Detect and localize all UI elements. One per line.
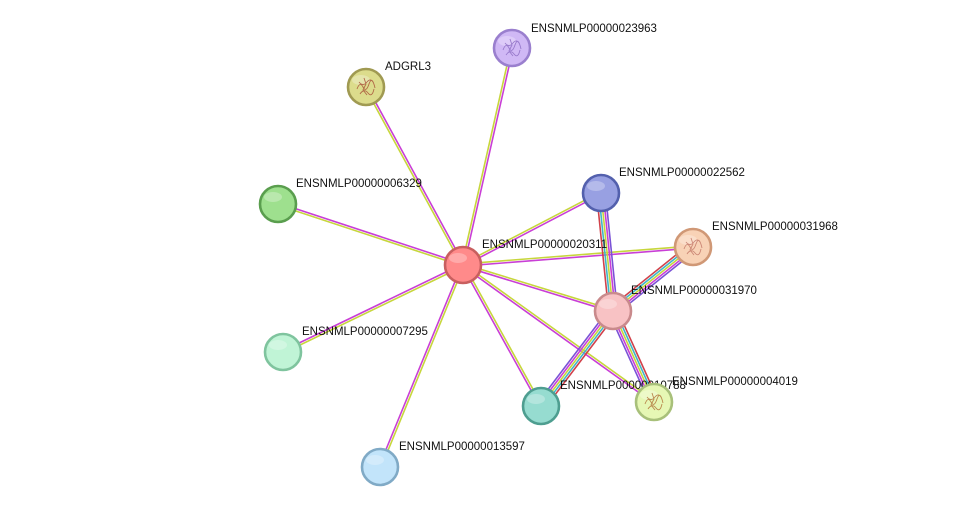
node-adgrl3[interactable]: ADGRL3 bbox=[346, 61, 431, 107]
edge-n20311-n10788[interactable] bbox=[461, 263, 543, 408]
node-circle[interactable] bbox=[443, 245, 483, 285]
protein-structure-icon bbox=[356, 77, 376, 96]
node-highlight bbox=[527, 394, 545, 404]
node-ensnmlp00000004019[interactable]: ENSNMLP00000004019 bbox=[634, 376, 798, 422]
protein-structure-icon bbox=[502, 38, 522, 57]
node-highlight bbox=[587, 181, 605, 191]
node-label: ENSNMLP00000031968 bbox=[712, 221, 838, 233]
edge-evidence-coexpression bbox=[461, 265, 614, 313]
edge-n20311-n7295[interactable] bbox=[281, 263, 465, 354]
node-highlight bbox=[599, 299, 617, 309]
edge-n20311-n31968[interactable] bbox=[462, 245, 694, 267]
edge-evidence-coexpression bbox=[602, 191, 616, 312]
edge-evidence-coexpression bbox=[461, 264, 541, 408]
node-circle[interactable] bbox=[492, 28, 532, 68]
node-circle[interactable] bbox=[346, 67, 386, 107]
node-label: ENSNMLP00000022562 bbox=[619, 167, 745, 179]
edge-n31970-n10788[interactable] bbox=[536, 307, 618, 410]
node-circle[interactable] bbox=[263, 332, 303, 372]
node-circle[interactable] bbox=[593, 291, 633, 331]
edge-evidence-experiments bbox=[543, 312, 618, 410]
edge-n20311-n31970[interactable] bbox=[461, 263, 615, 313]
node-ensnmlp00000023963[interactable]: ENSNMLP00000023963 bbox=[492, 23, 657, 68]
edge-evidence-textmining bbox=[462, 263, 656, 402]
node-highlight bbox=[269, 340, 287, 350]
edge-evidence-textmining bbox=[380, 264, 465, 469]
edge-n20311-n22562[interactable] bbox=[461, 191, 603, 267]
node-highlight bbox=[449, 253, 467, 263]
edge-n20311-n13597[interactable] bbox=[378, 263, 465, 469]
node-ensnmlp00000013597[interactable]: ENSNMLP00000013597 bbox=[360, 441, 525, 487]
edge-evidence-databases bbox=[598, 192, 612, 313]
edge-evidence-homology bbox=[604, 191, 619, 312]
protein-structure-icon bbox=[683, 237, 703, 256]
edge-evidence-textmining bbox=[461, 191, 602, 265]
edge-evidence-textmining bbox=[461, 46, 512, 266]
edge-evidence-textmining bbox=[282, 265, 465, 354]
edge-evidence-coexpression bbox=[463, 47, 514, 267]
edge-evidence-textmining bbox=[463, 263, 543, 407]
node-label: ENSNMLP00000031970 bbox=[631, 285, 757, 297]
node-ensnmlp00000031970[interactable]: ENSNMLP00000031970 bbox=[593, 285, 757, 331]
edge-evidence-homology bbox=[536, 307, 611, 405]
node-circle[interactable] bbox=[360, 447, 400, 487]
node-label: ENSNMLP00000004019 bbox=[672, 376, 798, 388]
edge-evidence-coexpression bbox=[378, 263, 463, 468]
edge-evidence-coexpression bbox=[281, 263, 464, 352]
node-circle[interactable] bbox=[581, 173, 621, 213]
node-label: ENSNMLP00000020311 bbox=[482, 239, 607, 251]
edge-n31970-n22562[interactable] bbox=[595, 191, 619, 313]
node-circle[interactable] bbox=[634, 382, 674, 422]
edge-evidence-textmining bbox=[600, 192, 614, 312]
node-ensnmlp00000007295[interactable]: ENSNMLP00000007295 bbox=[263, 326, 428, 372]
edge-evidence-databases bbox=[541, 311, 616, 409]
edge-evidence-textmining bbox=[462, 245, 694, 265]
edge-evidence-textmining bbox=[364, 86, 463, 267]
node-highlight bbox=[264, 192, 282, 202]
node-circle[interactable] bbox=[521, 386, 561, 426]
node-label: ADGRL3 bbox=[385, 61, 431, 73]
node-ensnmlp00000006329[interactable]: ENSNMLP00000006329 bbox=[258, 178, 422, 224]
edge-layer bbox=[276, 46, 697, 469]
node-highlight bbox=[366, 455, 384, 465]
edge-n20311-n6329[interactable] bbox=[276, 202, 465, 267]
node-ensnmlp00000020311[interactable]: ENSNMLP00000020311 bbox=[443, 239, 607, 285]
edge-evidence-experiments bbox=[595, 192, 610, 313]
node-label: ENSNMLP00000006329 bbox=[296, 178, 422, 190]
node-label: ENSNMLP00000023963 bbox=[531, 23, 657, 35]
protein-structure-icon bbox=[644, 392, 664, 411]
node-circle[interactable] bbox=[258, 184, 298, 224]
edge-evidence-coexpression bbox=[277, 202, 465, 265]
edge-evidence-coexpression bbox=[366, 85, 465, 266]
edge-evidence-textmining bbox=[540, 310, 614, 407]
edge-n20311-adgrl3[interactable] bbox=[364, 85, 465, 267]
edge-n20311-n23963[interactable] bbox=[461, 46, 514, 267]
node-layer: ENSNMLP00000020311 ENSNMLP00000023963ADGR… bbox=[258, 23, 838, 487]
node-label: ENSNMLP00000007295 bbox=[302, 326, 428, 338]
edge-evidence-coexpression bbox=[461, 265, 655, 404]
node-ensnmlp00000031968[interactable]: ENSNMLP00000031968 bbox=[673, 221, 838, 267]
edge-evidence-textmining bbox=[462, 263, 615, 311]
edge-evidence-coexpression bbox=[462, 193, 603, 267]
edge-n20311-n4019[interactable] bbox=[461, 263, 656, 404]
node-label: ENSNMLP00000013597 bbox=[399, 441, 525, 453]
edge-evidence-textmining bbox=[276, 204, 464, 267]
edge-evidence-coexpression bbox=[462, 247, 694, 267]
node-circle[interactable] bbox=[673, 227, 713, 267]
node-ensnmlp00000022562[interactable]: ENSNMLP00000022562 bbox=[581, 167, 745, 213]
edge-evidence-coexpression bbox=[538, 308, 613, 406]
